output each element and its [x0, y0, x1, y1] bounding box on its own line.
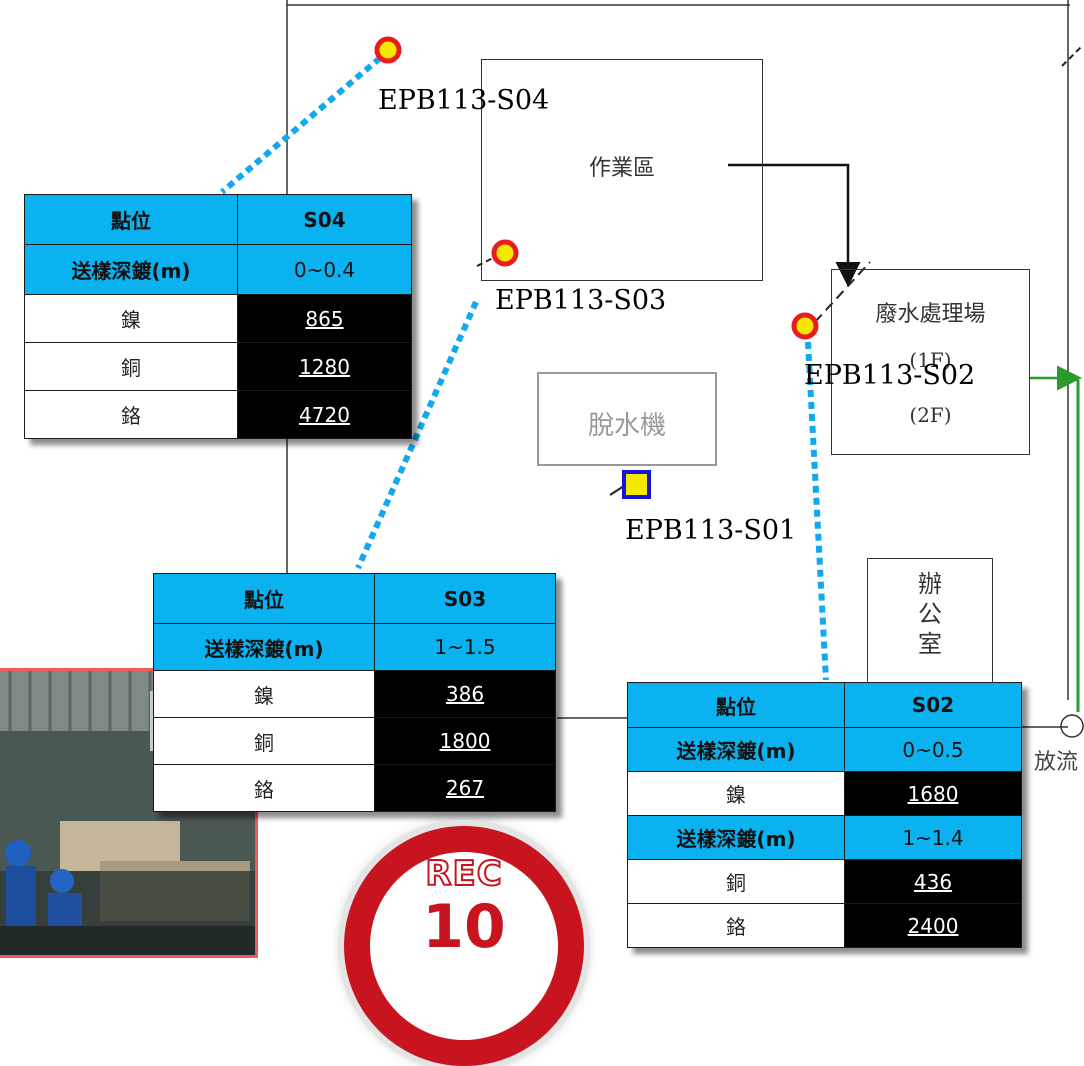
data-table-s02: 點位 S02 送樣深鍍(m) 0~0.5 鎳 1680 送樣深鍍(m) 1~1.…	[627, 682, 1022, 948]
work-area-building: 作業區	[481, 59, 763, 281]
rec-badge-number: 10	[422, 892, 506, 962]
leader-line-s03	[355, 300, 479, 570]
metal-value: 1680	[844, 771, 1022, 816]
table-header-point: 點位	[24, 194, 238, 245]
metal-value: 1800	[374, 717, 556, 765]
metal-value: 436	[844, 859, 1022, 904]
sample-marker-s04	[374, 36, 402, 64]
metal-name: 銅	[24, 342, 238, 391]
sample-marker-s01	[622, 470, 651, 499]
outfall-label: 放流	[1034, 750, 1079, 775]
office-label: 辦公室	[918, 570, 942, 658]
metal-name: 鎳	[627, 771, 845, 816]
table-header-id: S04	[237, 194, 412, 245]
office-building: 辦公室	[867, 558, 993, 686]
leader-line-s04	[220, 55, 382, 195]
sample-label-s03: EPB113-S03	[495, 285, 667, 316]
sample-marker-s03	[491, 239, 519, 267]
sample-label-s01: EPB113-S01	[625, 515, 797, 546]
metal-name: 鉻	[627, 903, 845, 948]
depth-label: 送樣深鍍(m)	[627, 727, 845, 772]
metal-value: 2400	[844, 903, 1022, 948]
marker-dash-top-right	[1061, 45, 1083, 67]
rec-badge: REC 10	[344, 826, 584, 1066]
depth-label: 送樣深鍍(m)	[153, 623, 375, 671]
table-header-id: S03	[374, 573, 556, 624]
depth-label: 送樣深鍍(m)	[24, 244, 238, 295]
metal-value: 865	[237, 294, 412, 343]
depth-label-2: 送樣深鍍(m)	[627, 815, 845, 860]
depth-value: 0~0.4	[237, 244, 412, 295]
dewater-machine-building: 脫水機	[537, 372, 717, 466]
flow-arrow-to-wastewater	[728, 163, 861, 287]
metal-name: 鎳	[24, 294, 238, 343]
marker-dash-s01	[609, 485, 625, 496]
depth-value: 0~0.5	[844, 727, 1022, 772]
metal-value: 1280	[237, 342, 412, 391]
outfall-icon	[1060, 714, 1084, 738]
marker-dash-s02	[814, 261, 871, 323]
table-header-point: 點位	[627, 682, 845, 728]
rec-badge-text: REC	[424, 853, 503, 895]
metal-name: 鉻	[153, 764, 375, 812]
metal-value: 386	[374, 670, 556, 718]
table-header-point: 點位	[153, 573, 375, 624]
metal-name: 銅	[153, 717, 375, 765]
wastewater-plant-floor2: (2F)	[909, 403, 952, 427]
depth-value: 1~1.5	[374, 623, 556, 671]
data-table-s03: 點位 S03 送樣深鍍(m) 1~1.5 鎳 386 銅 1800 鉻 267	[153, 573, 556, 812]
metal-name: 鉻	[24, 390, 238, 439]
metal-value: 4720	[237, 390, 412, 439]
metal-name: 鎳	[153, 670, 375, 718]
sample-label-s04: EPB113-S04	[378, 85, 550, 116]
wastewater-plant-building: 廢水處理場 (1F) (2F)	[831, 269, 1030, 455]
metal-value: 267	[374, 764, 556, 812]
site-plan-lines	[220, 0, 1084, 738]
wastewater-plant-label: 廢水處理場	[875, 302, 986, 327]
table-header-id: S02	[844, 682, 1022, 728]
data-table-s04: 點位 S04 送樣深鍍(m) 0~0.4 鎳 865 銅 1280 鉻 4720	[24, 194, 412, 439]
work-area-label: 作業區	[588, 156, 655, 181]
metal-name: 銅	[627, 859, 845, 904]
dewater-machine-label: 脫水機	[587, 411, 666, 441]
wastewater-plant-floor1: (1F)	[909, 348, 952, 372]
sample-label-s02: EPB113-S02	[804, 360, 976, 391]
sample-marker-s02	[791, 312, 819, 340]
leader-line-s02	[805, 341, 829, 681]
depth-value-2: 1~1.4	[844, 815, 1022, 860]
